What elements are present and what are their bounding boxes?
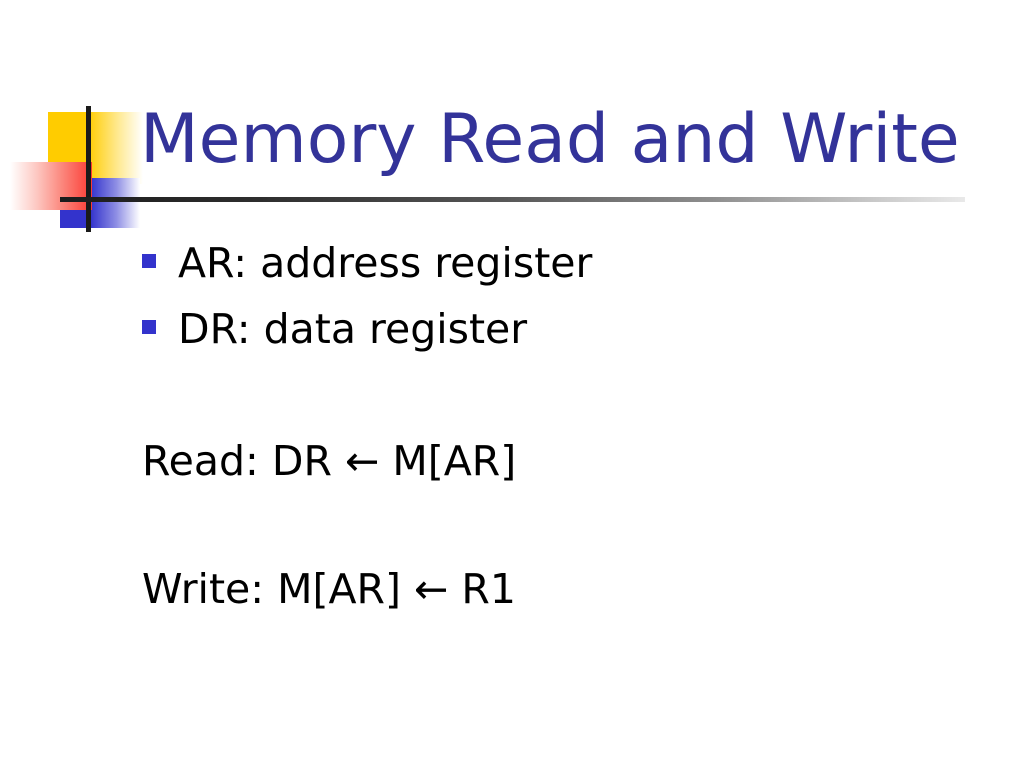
list-item-label: DR: data register <box>178 305 528 353</box>
title-divider <box>60 197 965 202</box>
page-title: Memory Read and Write <box>140 100 960 179</box>
list-item-label: AR: address register <box>178 239 593 287</box>
square-bullet-icon <box>142 320 156 334</box>
square-bullet-icon <box>142 254 156 268</box>
slide-body: AR: address register DR: data register R… <box>142 232 982 620</box>
read-operation-text: Read: DR ← M[AR] <box>142 437 517 485</box>
list-item: DR: data register <box>142 298 982 364</box>
blank-line <box>142 492 982 558</box>
blank-line <box>142 364 982 430</box>
write-operation-text: Write: M[AR] ← R1 <box>142 565 516 613</box>
red-square-decoration <box>10 162 92 210</box>
slide-decoration-logo <box>0 100 175 235</box>
vertical-rule-decoration <box>86 106 91 232</box>
list-item: AR: address register <box>142 232 982 298</box>
